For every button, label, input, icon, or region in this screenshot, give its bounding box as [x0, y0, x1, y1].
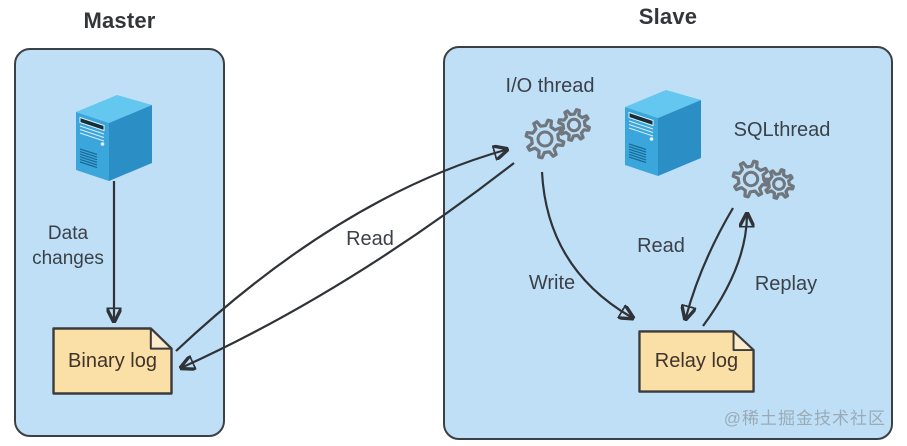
read-master-label: Read: [346, 228, 394, 250]
binary-log-label: Binary log: [68, 349, 157, 372]
watermark: @稀土掘金技术社区: [723, 409, 886, 428]
io-thread-gears-icon: [524, 108, 591, 160]
master-server-icon: [76, 95, 152, 181]
sql-thread-gears-icon: [731, 159, 795, 200]
master-title: Master: [83, 8, 156, 33]
sql-thread-label: SQLthread: [733, 119, 831, 141]
slave-server-icon: [625, 90, 701, 176]
replay-label: Replay: [754, 273, 818, 295]
write-label: Write: [528, 272, 576, 294]
slave-title: Slave: [638, 4, 698, 29]
relay-log-label: Relay log: [654, 350, 739, 372]
data-changes-label: Data changes: [32, 223, 104, 269]
document-icon: [52, 327, 173, 395]
binary-log-node: Binary log: [52, 327, 173, 395]
relay-log-node: Relay log: [638, 330, 755, 393]
document-icon: [638, 330, 755, 393]
read-slave-label: Read: [637, 235, 685, 257]
io-thread-label: I/O thread: [505, 75, 595, 97]
